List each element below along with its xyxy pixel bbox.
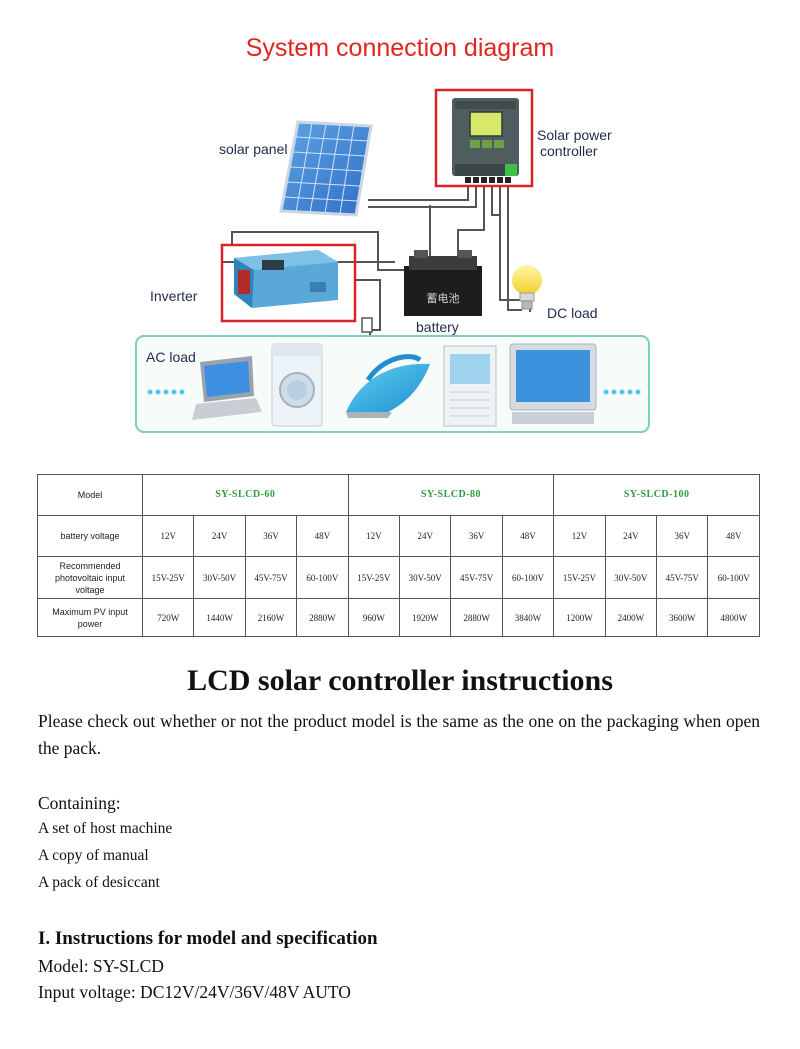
ac-load-label: AC load xyxy=(146,349,196,365)
table-cell: 24V xyxy=(604,515,658,557)
inverter-label: Inverter xyxy=(150,288,198,304)
battery-marking: 蓄电池 xyxy=(427,292,460,305)
table-cell: 1920W xyxy=(399,598,452,637)
table-cell: 12V xyxy=(553,515,606,557)
table-cell: 3840W xyxy=(501,598,555,637)
section1-heading: I. Instructions for model and specificat… xyxy=(38,928,378,949)
pv-input-label-line: voltage xyxy=(75,584,105,595)
max-power-header: Maximum PV input power xyxy=(37,598,143,637)
table-cell: 24V xyxy=(399,515,452,557)
table-cell: 30V-50V xyxy=(193,556,246,599)
max-power-row: Maximum PV input power 720W 1440W 2160W … xyxy=(37,598,760,637)
controller-icon xyxy=(434,88,534,188)
table-cell: 24V xyxy=(193,515,246,557)
dots-right xyxy=(603,389,641,395)
containing-item: A set of host machine xyxy=(38,820,173,837)
table-cell: 15V-25V xyxy=(347,556,401,599)
input-voltage-line: Input voltage: DC12V/24V/36V/48V AUTO xyxy=(38,982,351,1002)
table-cell: 2160W xyxy=(244,598,298,637)
diagram-title: System connection diagram xyxy=(245,34,555,62)
table-cell: 960W xyxy=(347,598,401,637)
table-cell: 30V-50V xyxy=(604,556,658,599)
system-connection-diagram: 蓄电池 xyxy=(135,88,650,433)
table-cell: 12V xyxy=(347,515,401,557)
pv-input-voltage-header: Recommended photovoltaic input voltage xyxy=(37,556,143,599)
table-cell: 1200W xyxy=(553,598,606,637)
table-cell: 2400W xyxy=(604,598,658,637)
controller-label-line2: controller xyxy=(540,143,598,159)
table-cell: 30V-50V xyxy=(399,556,452,599)
table-cell: 60-100V xyxy=(501,556,555,599)
iron-icon xyxy=(346,354,430,418)
pv-input-label-line: photovoltaic input xyxy=(54,572,126,583)
battery-icon: 蓄电池 xyxy=(404,250,482,316)
spec-table: Model SY-SLCD-60 SY-SLCD-80 SY-SLCD-100 … xyxy=(37,474,760,637)
battery-label: battery xyxy=(416,319,459,335)
model-cell: SY-SLCD-80 xyxy=(347,474,555,516)
model-row-header: Model xyxy=(37,474,143,516)
table-cell: 36V xyxy=(656,515,709,557)
table-cell: 45V-75V xyxy=(656,556,709,599)
battery-voltage-row: battery voltage 12V 24V 36V 48V 12V 24V … xyxy=(37,515,760,557)
table-cell: 48V xyxy=(296,515,349,557)
document-title: LCD solar controller instructions xyxy=(187,664,613,697)
monitor-icon xyxy=(509,343,597,424)
table-cell: 45V-75V xyxy=(450,556,503,599)
containing-item: A pack of desiccant xyxy=(38,874,160,891)
air-conditioner-icon xyxy=(443,345,497,427)
table-cell: 60-100V xyxy=(707,556,760,599)
inverter-icon xyxy=(220,243,357,323)
table-cell: 2880W xyxy=(450,598,503,637)
pv-input-label-line: Recommended xyxy=(59,560,121,571)
intro-paragraph: Please check out whether or not the prod… xyxy=(38,711,760,758)
table-cell: 12V xyxy=(141,515,195,557)
table-cell: 36V xyxy=(244,515,298,557)
model-row: Model SY-SLCD-60 SY-SLCD-80 SY-SLCD-100 xyxy=(37,474,760,516)
dots-left xyxy=(147,389,185,395)
table-cell: 15V-25V xyxy=(553,556,606,599)
table-cell: 2880W xyxy=(296,598,349,637)
table-cell: 4800W xyxy=(707,598,760,637)
table-cell: 1440W xyxy=(193,598,246,637)
bulb-icon xyxy=(512,265,542,310)
table-cell: 15V-25V xyxy=(141,556,195,599)
laptop-icon xyxy=(192,356,262,420)
table-cell: 720W xyxy=(141,598,195,637)
containing-item: A copy of manual xyxy=(38,847,149,864)
table-cell: 60-100V xyxy=(296,556,349,599)
table-cell: 36V xyxy=(450,515,503,557)
pv-input-voltage-row: Recommended photovoltaic input voltage 1… xyxy=(37,556,760,599)
solar-panel-label: solar panel xyxy=(219,141,288,157)
table-cell: 45V-75V xyxy=(244,556,298,599)
table-cell: 48V xyxy=(707,515,760,557)
model-line: Model: SY-SLCD xyxy=(38,956,164,976)
model-cell: SY-SLCD-100 xyxy=(553,474,760,516)
table-cell: 3600W xyxy=(656,598,709,637)
table-cell: 48V xyxy=(501,515,555,557)
max-power-label-line: power xyxy=(77,618,103,629)
controller-label-line1: Solar power xyxy=(537,127,612,143)
containing-heading: Containing: xyxy=(38,793,121,813)
max-power-label-line: Maximum PV input xyxy=(52,606,128,617)
solar-panel-icon xyxy=(279,120,373,217)
dc-load-label: DC load xyxy=(547,305,598,321)
model-cell: SY-SLCD-60 xyxy=(142,474,349,516)
battery-voltage-header: battery voltage xyxy=(37,515,143,557)
washing-machine-icon xyxy=(271,343,323,427)
